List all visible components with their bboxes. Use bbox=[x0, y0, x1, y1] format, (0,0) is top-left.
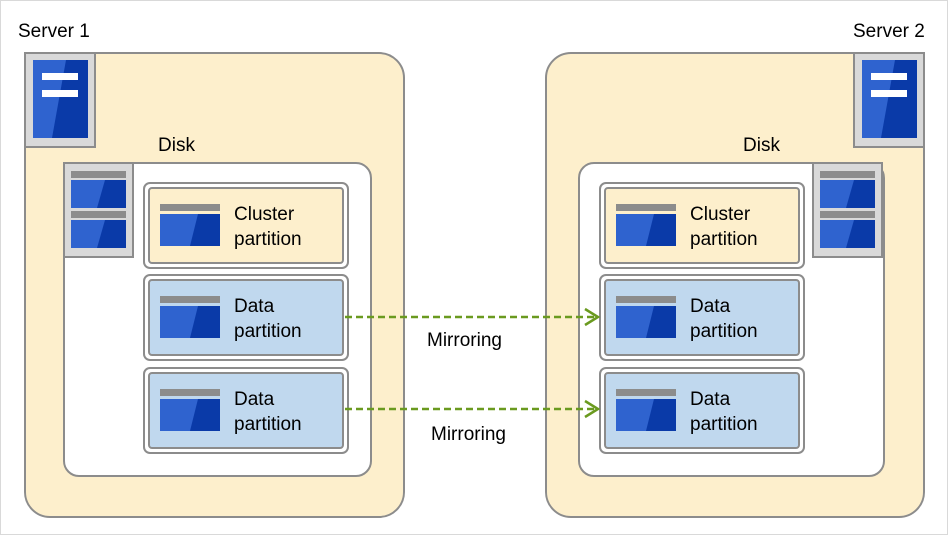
server-icon bbox=[33, 60, 88, 138]
server-2-icon-frame bbox=[853, 52, 925, 148]
server-1-disk-icon-frame bbox=[63, 162, 134, 258]
partition-label: Data partition bbox=[234, 296, 302, 342]
server-2-cluster-partition: Cluster partition bbox=[599, 182, 805, 269]
disk-icon bbox=[71, 171, 126, 248]
partition-disk-icon bbox=[616, 389, 676, 431]
server-2-label: Server 2 bbox=[853, 21, 925, 42]
partition-disk-icon bbox=[616, 204, 676, 246]
partition-disk-icon bbox=[616, 296, 676, 338]
partition-label: Data partition bbox=[690, 389, 758, 435]
server-1-data-partition-2: Data partition bbox=[143, 367, 349, 454]
mirroring-label-1: Mirroring bbox=[427, 330, 502, 351]
partition-disk-icon bbox=[160, 389, 220, 431]
partition-label: Cluster partition bbox=[234, 204, 302, 250]
server-2-data-partition-2: Data partition bbox=[599, 367, 805, 454]
disk-icon bbox=[820, 171, 875, 248]
partition-label: Data partition bbox=[690, 296, 758, 342]
partition-label: Data partition bbox=[234, 389, 302, 435]
server-2-data-partition-1: Data partition bbox=[599, 274, 805, 361]
server-1-cluster-partition: Cluster partition bbox=[143, 182, 349, 269]
server-1-data-partition-1: Data partition bbox=[143, 274, 349, 361]
server-icon bbox=[862, 60, 917, 138]
server-1-disk-label: Disk bbox=[158, 135, 195, 156]
partition-disk-icon bbox=[160, 204, 220, 246]
server-1-icon-frame bbox=[24, 52, 96, 148]
server-2-disk-icon-frame bbox=[812, 162, 883, 258]
server-2-disk-label: Disk bbox=[743, 135, 780, 156]
server-1-label: Server 1 bbox=[18, 21, 90, 42]
partition-label: Cluster partition bbox=[690, 204, 758, 250]
partition-disk-icon bbox=[160, 296, 220, 338]
mirroring-label-2: Mirroring bbox=[431, 424, 506, 445]
